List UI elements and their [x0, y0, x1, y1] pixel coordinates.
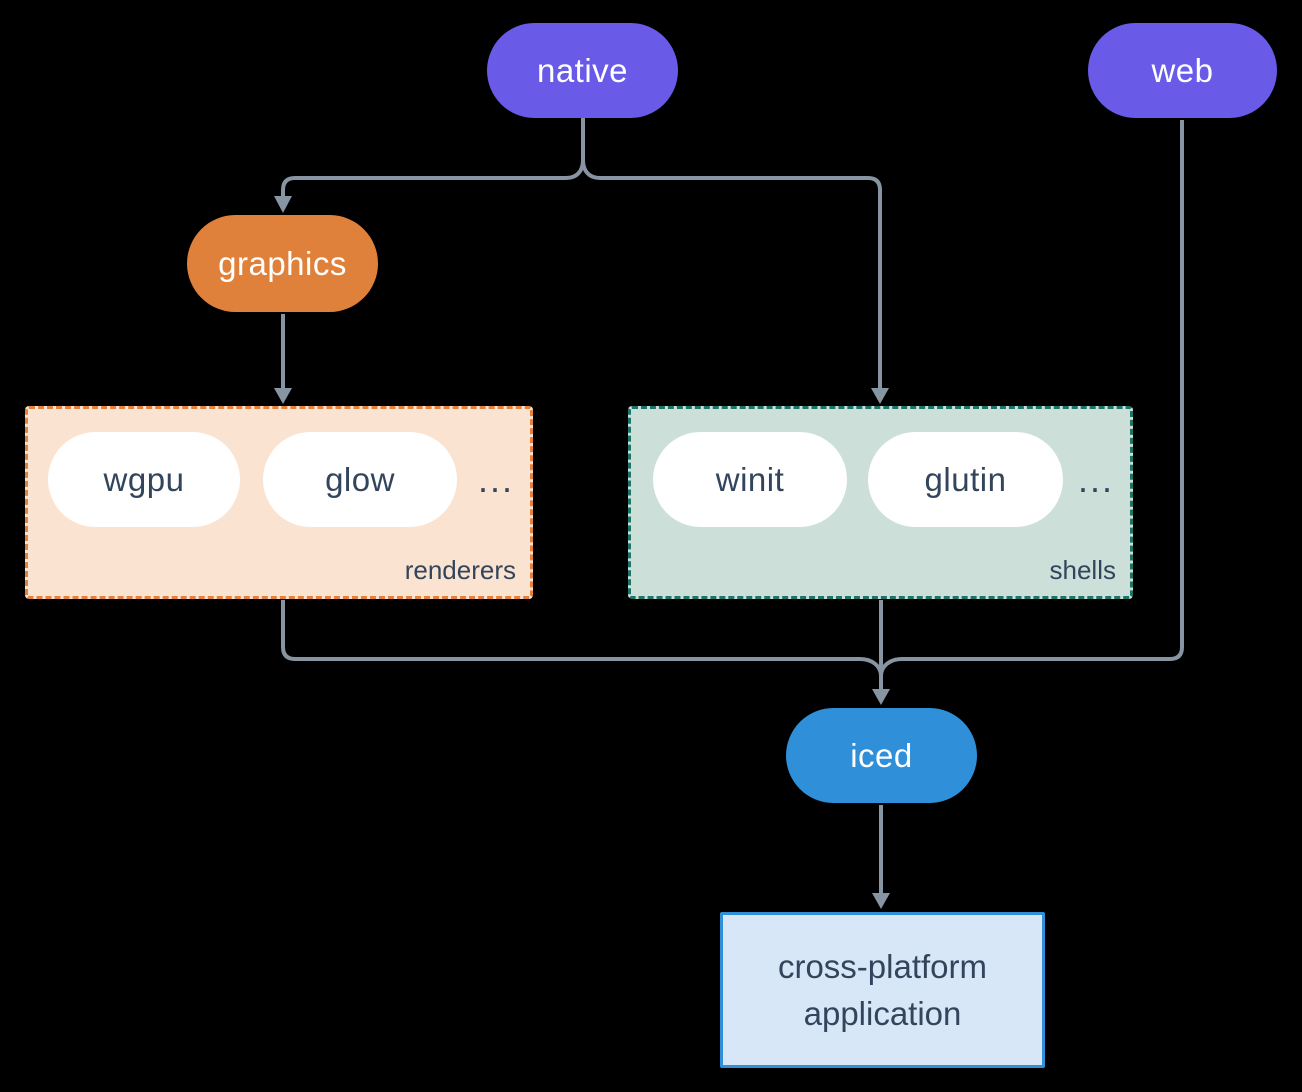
node-winit: winit [653, 432, 847, 527]
node-winit-label: winit [715, 460, 785, 498]
node-glow: glow [263, 432, 457, 527]
application-label-line2: application [803, 995, 962, 1032]
node-native: native [487, 23, 678, 118]
node-cross-platform-application: cross-platform application [720, 912, 1045, 1068]
renderers-group-label: renderers [404, 555, 516, 585]
group-shells: winit glutin ... shells [628, 406, 1133, 599]
node-wgpu: wgpu [48, 432, 240, 527]
edge-renderers-iced [281, 600, 883, 677]
node-glutin-label: glutin [924, 460, 1007, 498]
node-glutin: glutin [868, 432, 1063, 527]
node-iced-label: iced [850, 736, 913, 774]
arrowhead-into-graphics [274, 196, 292, 213]
node-iced: iced [786, 708, 977, 803]
node-wgpu-label: wgpu [103, 460, 185, 498]
application-label-line1: cross-platform [777, 948, 988, 985]
shells-ellipsis: ... [1077, 458, 1114, 500]
renderers-ellipsis: ... [477, 458, 514, 500]
node-web: web [1088, 23, 1277, 118]
arrowhead-into-application [872, 893, 890, 909]
arrowhead-into-shells [871, 388, 889, 404]
node-web-label: web [1151, 51, 1214, 89]
node-graphics: graphics [187, 215, 378, 312]
node-graphics-label: graphics [218, 244, 347, 282]
edge-web-iced [879, 120, 1184, 677]
node-glow-label: glow [325, 460, 395, 498]
node-native-label: native [536, 51, 629, 89]
edge-native-shells [581, 159, 882, 389]
arrowhead-into-iced [872, 689, 890, 705]
arrowhead-into-renderers [274, 388, 292, 404]
shells-group-label: shells [1049, 555, 1116, 585]
edge-native-graphics [281, 118, 585, 197]
group-renderers: wgpu glow ... renderers [25, 406, 533, 599]
